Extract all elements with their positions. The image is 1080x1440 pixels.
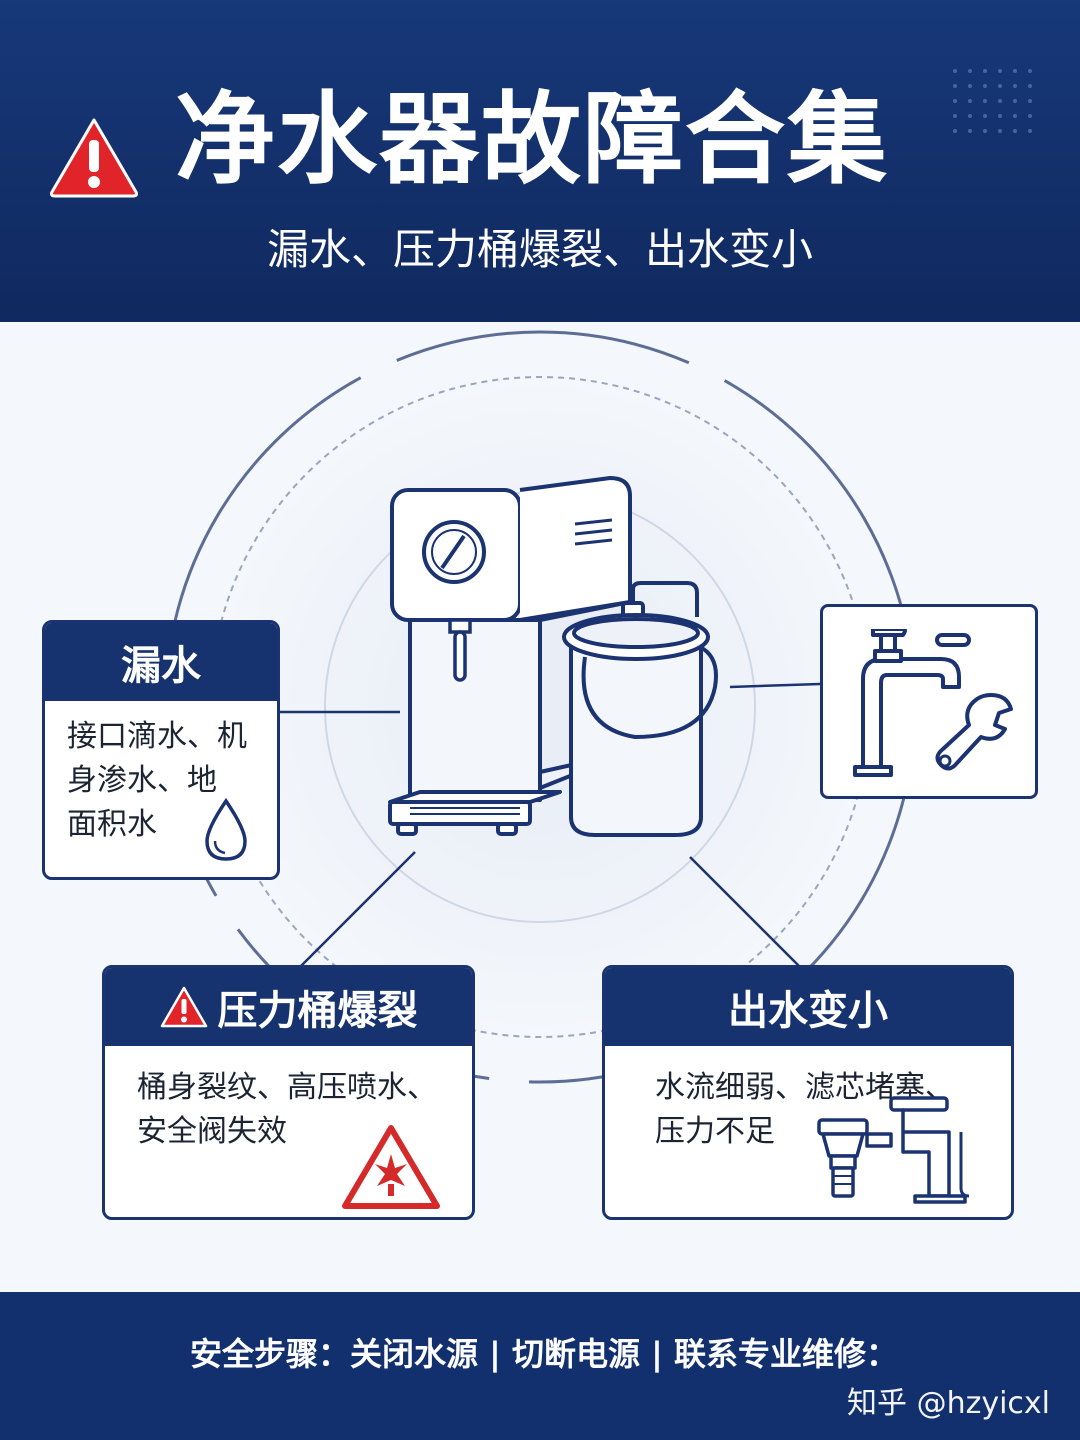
water-drop-icon bbox=[205, 797, 247, 861]
card-leak-line-2: 身渗水、地 bbox=[67, 763, 217, 798]
card-leak-line-1: 接口滴水、机 bbox=[67, 719, 247, 754]
card-lowflow-title: 出水变小 bbox=[728, 988, 888, 1034]
page-subtitle: 漏水、压力桶爆裂、出水变小 bbox=[266, 225, 813, 274]
card-lowflow-header: 出水变小 bbox=[605, 968, 1011, 1046]
card-burst-line-1: 桶身裂纹、高压喷水、 bbox=[137, 1070, 437, 1105]
faucet-icon bbox=[853, 629, 971, 777]
card-burst-body: 桶身裂纹、高压喷水、 安全阀失效 bbox=[105, 1046, 472, 1154]
card-burst-title: 压力桶爆裂 bbox=[217, 988, 418, 1034]
card-burst-line-2: 安全阀失效 bbox=[137, 1114, 287, 1149]
card-burst-header: 压力桶爆裂 bbox=[105, 968, 472, 1046]
safety-steps-text: 安全步骤：关闭水源 | 切断电源 | 联系专业维修： bbox=[190, 1335, 898, 1373]
dot-pattern-decoration bbox=[953, 69, 1032, 133]
card-repair-icon bbox=[820, 604, 1038, 799]
watermark-text: 知乎 @hzyicxl bbox=[847, 1386, 1050, 1421]
warning-triangle-icon bbox=[49, 118, 139, 198]
card-leak: 漏水 接口滴水、机 身渗水、地 面积水 bbox=[42, 620, 280, 880]
card-leak-header: 漏水 bbox=[45, 623, 277, 701]
warning-triangle-icon bbox=[160, 986, 207, 1028]
card-burst: 压力桶爆裂 桶身裂纹、高压喷水、 安全阀失效 bbox=[102, 965, 475, 1220]
wrench-icon bbox=[935, 693, 1013, 771]
page-title: 净水器故障合集 bbox=[175, 81, 889, 198]
diagram-area: 漏水 接口滴水、机 身渗水、地 面积水 bbox=[0, 322, 1080, 1292]
filter-faucet-icon bbox=[817, 1096, 970, 1204]
header-banner: 净水器故障合集 漏水、压力桶爆裂、出水变小 bbox=[0, 0, 1080, 322]
burst-warning-icon bbox=[342, 1125, 440, 1209]
card-lowflow: 出水变小 水流细弱、滤芯堵塞、 压力不足 bbox=[602, 965, 1014, 1220]
card-leak-line-3: 面积水 bbox=[67, 807, 157, 842]
footer-banner: 安全步骤：关闭水源 | 切断电源 | 联系专业维修： 知乎 @hzyicxl bbox=[0, 1292, 1080, 1440]
card-leak-body: 接口滴水、机 身渗水、地 面积水 bbox=[45, 701, 277, 847]
card-lowflow-line-2: 压力不足 bbox=[655, 1114, 775, 1149]
pressure-tank-illustration bbox=[562, 581, 718, 837]
card-leak-title: 漏水 bbox=[121, 643, 201, 689]
